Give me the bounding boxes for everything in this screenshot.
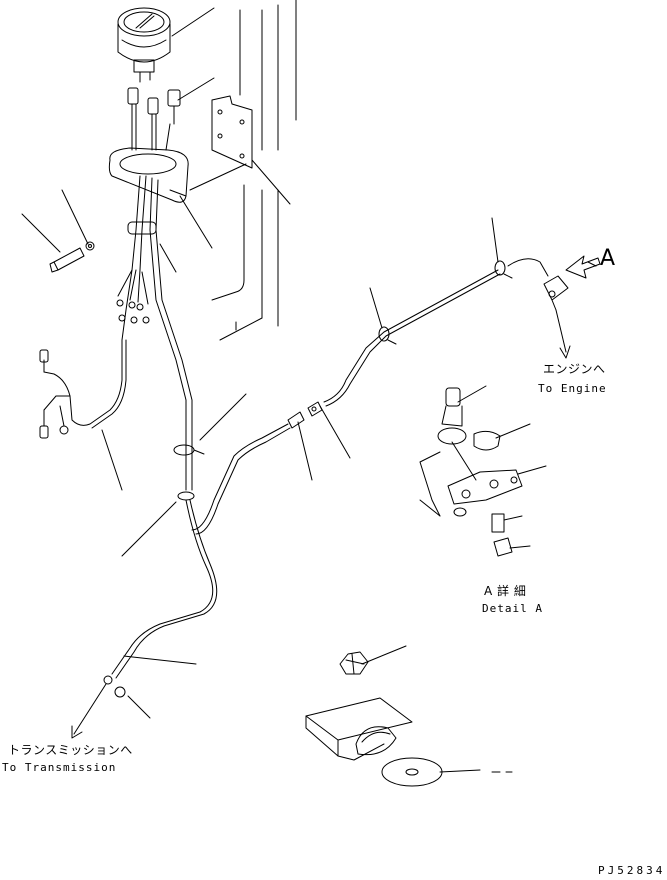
bolt-and-washer [49,241,95,273]
engine-cable [191,258,549,535]
ring-terminals [116,299,150,324]
hour-meter [117,7,171,83]
transmission-arrow [71,683,107,739]
cable-clamps [173,444,205,501]
to-transmission-label-jp: トランスミッションへ [8,743,133,757]
engine-sensor [543,275,569,311]
drawing-code: PJ52834 [598,864,666,877]
cable-clamp-bracket [108,147,189,203]
engine-arrow [555,309,571,359]
transmission-cable [103,499,218,698]
cab-panel-lines [211,0,297,341]
view-arrow [565,255,601,279]
to-engine-label-en: To Engine [538,382,607,395]
leader-lines [21,7,547,773]
detail-a-parts [419,387,523,557]
to-transmission-label-en: To Transmission [2,761,117,774]
inline-connector [287,401,323,429]
left-harness-branch [39,339,127,439]
cable-bundle [117,103,193,491]
kit-box [305,697,413,761]
engine-cable-clamps [378,260,513,345]
detail-a-label-jp: A 詳 細 [484,584,527,598]
connectors-top [127,87,181,125]
detail-a-label-en: Detail A [482,602,543,615]
disc [381,757,443,787]
to-engine-label-jp: エンジンへ [543,362,606,376]
mounting-bracket [211,95,253,169]
view-marker-a: A [600,246,616,271]
